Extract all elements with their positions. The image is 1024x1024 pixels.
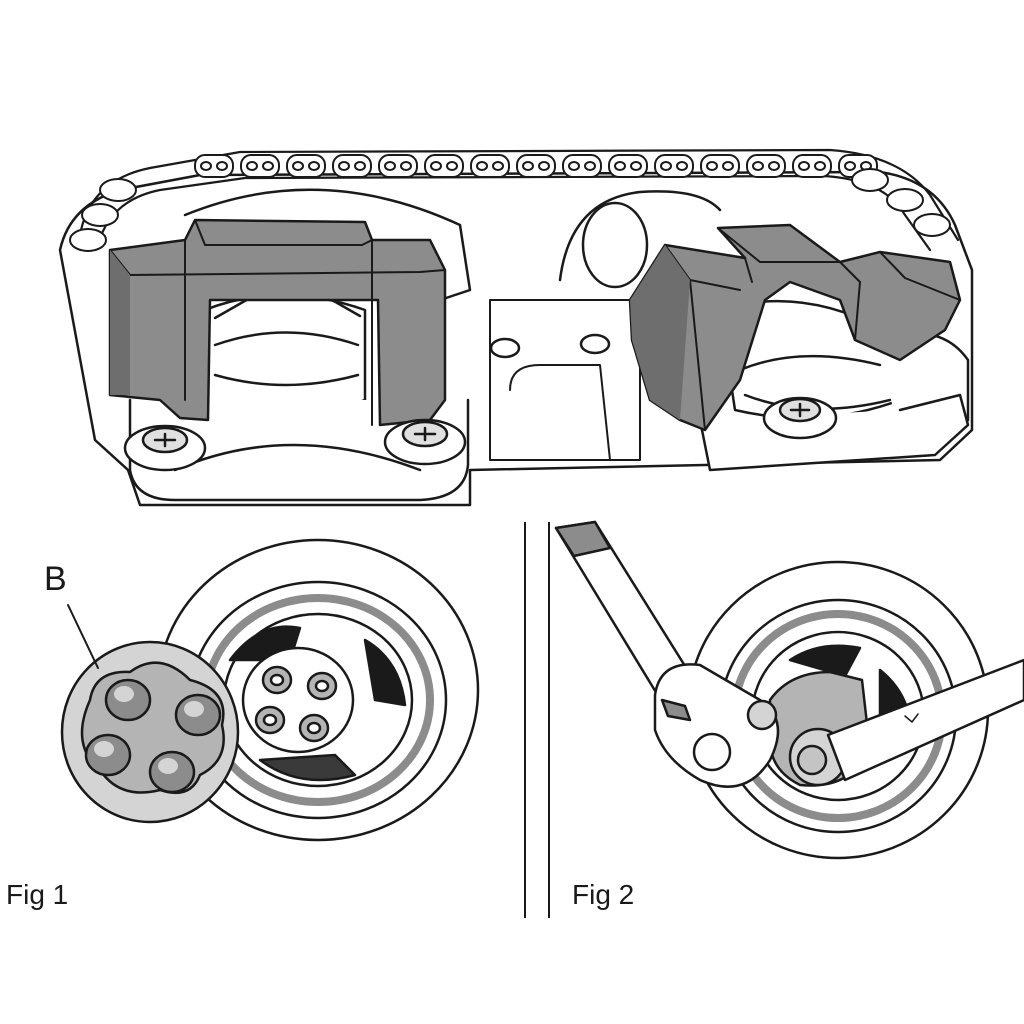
- timing-chain-outer: [78, 148, 960, 242]
- chain-link-plate: [378, 154, 418, 178]
- chain-link-pin: [844, 161, 856, 171]
- chain-link-pin: [400, 161, 412, 171]
- chain-link-plate: [516, 154, 556, 178]
- chain-link-plate: [194, 154, 234, 178]
- chain-link-pin: [752, 161, 764, 171]
- chain-link-plate: [562, 154, 602, 178]
- chain-links: [69, 154, 951, 252]
- left-camshaft-ring: [213, 331, 360, 387]
- ratchet-switch: [660, 698, 692, 722]
- chain-link-pin: [706, 161, 718, 171]
- chain-link-plate: [851, 168, 889, 192]
- callout-b-label: B: [44, 560, 67, 598]
- left-cap-bolt-2: [383, 418, 467, 466]
- chain-link-plate: [470, 154, 510, 178]
- chain-link-pin: [568, 161, 580, 171]
- chain-link-pin: [446, 161, 458, 171]
- chain-link-pin: [522, 161, 534, 171]
- fig1-illustration: [60, 538, 480, 842]
- chain-link-plate: [81, 203, 119, 227]
- chain-link-plate: [240, 154, 280, 178]
- chain-link-pin: [384, 161, 396, 171]
- chain-link-plate: [424, 154, 464, 178]
- chain-link-pin: [584, 161, 596, 171]
- fig2-extension-mark: [904, 713, 919, 723]
- chain-link-pin: [216, 161, 228, 171]
- fig1-recess-shadow-3: [258, 753, 357, 782]
- chain-link-plate: [286, 154, 326, 178]
- left-bearing-arc: [173, 443, 422, 472]
- chain-link-pin: [630, 161, 642, 171]
- chain-link-plate: [913, 213, 951, 237]
- right-tool-face-shade: [630, 245, 690, 420]
- ratchet-head: [653, 663, 780, 788]
- ratchet-head-hole: [692, 732, 732, 772]
- head-boss-2: [579, 333, 611, 355]
- chain-link-plate: [700, 154, 740, 178]
- ratchet-handle-grip: [554, 520, 612, 558]
- chain-link-plate: [746, 154, 786, 178]
- callout-b-leader: [67, 604, 99, 669]
- chain-link-plate: [99, 178, 137, 202]
- fig1-hub-bolts: [254, 665, 338, 743]
- left-cap-bolt-1: [123, 424, 207, 472]
- head-inner-recess: [509, 364, 611, 461]
- right-bearing-cap: [698, 393, 970, 472]
- chain-link-pin: [676, 161, 688, 171]
- camshaft-locking-illustration: [58, 148, 974, 507]
- fig1-caption: Fig 1: [6, 879, 69, 910]
- chain-link-pin: [292, 161, 304, 171]
- head-center-panel: [489, 299, 641, 461]
- chain-link-plate: [654, 154, 694, 178]
- chain-link-plate: [69, 228, 107, 252]
- fig2-caption: Fig 2: [572, 879, 635, 910]
- chain-link-pin: [354, 161, 366, 171]
- fig2-illustration: [554, 520, 1024, 860]
- chain-link-pin: [476, 161, 488, 171]
- fig1-hub: [241, 646, 355, 754]
- fig2-recess-shadow-1: [788, 644, 862, 678]
- left-tool-face-shade: [110, 250, 130, 395]
- chain-link-pin: [722, 161, 734, 171]
- chain-link-pin: [200, 161, 212, 171]
- chain-link-pin: [430, 161, 442, 171]
- chain-link-pin: [308, 161, 320, 171]
- chain-link-pin: [538, 161, 550, 171]
- fig2-socket-center: [796, 744, 828, 776]
- chain-link-pin: [660, 161, 672, 171]
- chain-link-plate: [608, 154, 648, 178]
- chain-link-plate: [792, 154, 832, 178]
- chain-link-pin: [246, 161, 258, 171]
- chain-link-pin: [262, 161, 274, 171]
- left-tool-edges: [109, 219, 446, 426]
- chain-link-plate: [332, 154, 372, 178]
- chain-link-pin: [768, 161, 780, 171]
- right-cap-bolt: [762, 396, 838, 440]
- chain-link-pin: [614, 161, 626, 171]
- chain-link-pin: [798, 161, 810, 171]
- head-boss-1: [489, 337, 521, 359]
- right-sprocket-hub: [581, 201, 649, 289]
- chain-link-pin: [492, 161, 504, 171]
- ratchet-drive: [746, 699, 778, 731]
- chain-link-pin: [814, 161, 826, 171]
- right-locking-tool: [628, 223, 962, 432]
- chain-link-pin: [338, 161, 350, 171]
- tool-b: [60, 640, 240, 824]
- fig2-extension-bar: [826, 658, 1024, 782]
- fig1-recess-shadow-2: [363, 638, 407, 707]
- chain-link-plate: [886, 188, 924, 212]
- left-camshaft-journal: [203, 293, 367, 417]
